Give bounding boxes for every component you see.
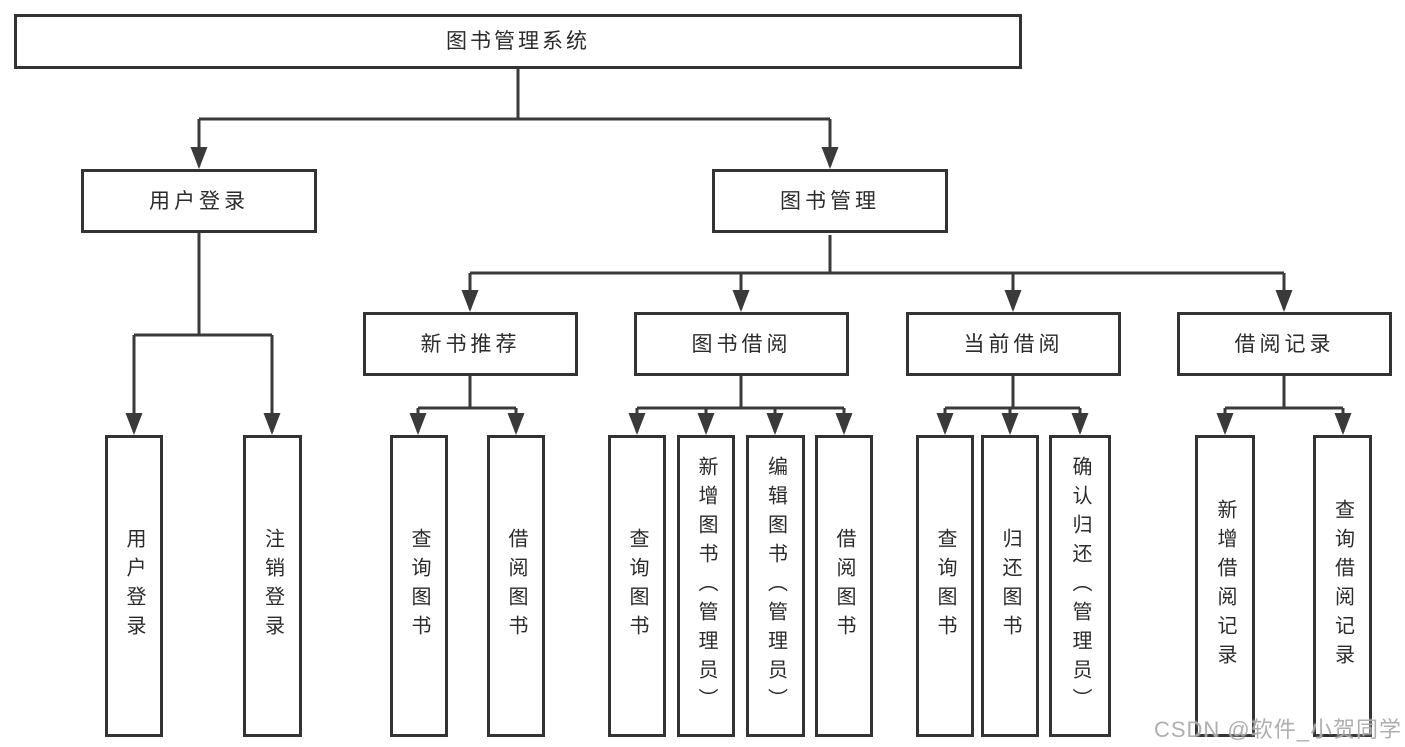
node-book-borrowing: 图书借阅 (634, 312, 849, 376)
leaf-query-books-recommend: 查询图书 (390, 435, 448, 737)
leaf-add-borrow-record: 新增借阅记录 (1195, 435, 1255, 737)
node-book-management: 图书管理 (712, 169, 948, 233)
leaf-borrow-books: 借阅图书 (815, 435, 873, 737)
connectors-borrowing-records (1216, 376, 1352, 435)
leaf-logout: 注销登录 (243, 435, 302, 737)
connectors-book-borrowing (628, 376, 853, 435)
arrowhead (409, 413, 427, 435)
leaf-user-login: 用户登录 (105, 435, 163, 737)
leaf-return-book: 归还图书 (981, 435, 1039, 737)
arrowhead (1216, 413, 1234, 435)
connectors-new-book-recommendation (409, 376, 525, 435)
arrowhead (1004, 290, 1022, 312)
connectors-user-login (125, 233, 281, 435)
arrowhead (732, 290, 750, 312)
arrowhead (835, 413, 853, 435)
leaf-query-books-current: 查询图书 (916, 435, 974, 737)
arrowhead (628, 413, 646, 435)
node-user-login: 用户登录 (81, 169, 317, 233)
arrowhead (697, 413, 715, 435)
arrowhead (1001, 413, 1019, 435)
leaf-borrow-books-recommend: 借阅图书 (487, 435, 545, 737)
arrowhead (190, 147, 208, 169)
leaf-add-book-admin: 新增图书（管理员） (677, 435, 735, 737)
csdn-watermark: CSDN @软件_小贺同学 (1153, 717, 1402, 742)
arrowhead (507, 413, 525, 435)
arrowhead (1071, 413, 1089, 435)
connectors-book-management (461, 235, 1293, 312)
node-current-borrowing: 当前借阅 (906, 312, 1121, 376)
connectors-root (190, 69, 839, 169)
arrowhead (125, 413, 143, 435)
leaf-edit-book-admin: 编辑图书（管理员） (746, 435, 805, 737)
node-new-book-recommendation: 新书推荐 (363, 312, 578, 376)
arrowhead (936, 413, 954, 435)
arrowhead (821, 147, 839, 169)
node-borrowing-records: 借阅记录 (1177, 312, 1392, 376)
arrowhead (263, 413, 281, 435)
leaf-query-borrow-record: 查询借阅记录 (1313, 435, 1372, 737)
leaf-query-books-borrowing: 查询图书 (608, 435, 666, 737)
arrowhead (766, 413, 784, 435)
arrowhead (1334, 413, 1352, 435)
leaf-confirm-return-admin: 确认归还（管理员） (1049, 435, 1111, 737)
node-library-system: 图书管理系统 (14, 14, 1022, 69)
arrowhead (461, 290, 479, 312)
arrowhead (1275, 290, 1293, 312)
connectors-current-borrowing (936, 376, 1089, 435)
